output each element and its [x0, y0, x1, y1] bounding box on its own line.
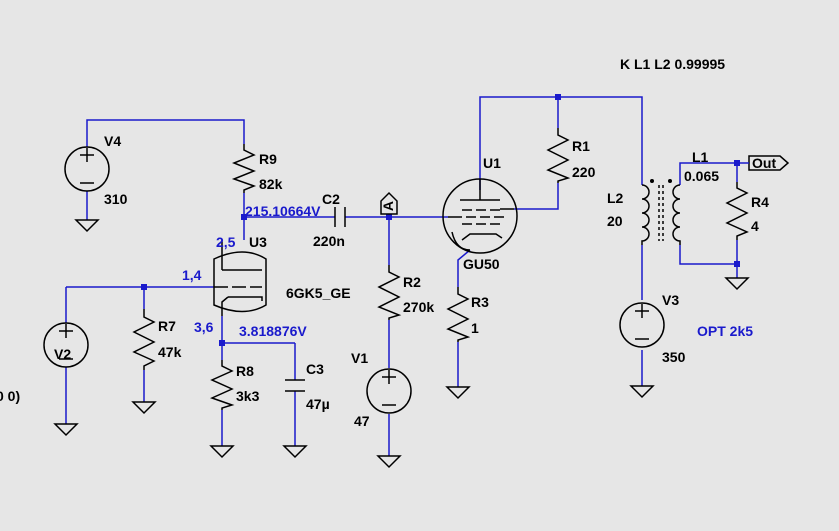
r9-name: R9 [259, 151, 277, 167]
r1-name: R1 [572, 138, 590, 154]
r4-resistor[interactable] [725, 182, 749, 240]
wires [65, 96, 738, 456]
cathode-voltage: 3.818876V [239, 323, 307, 339]
u3-pin-cathode: 3,6 [194, 319, 214, 335]
u3-pin-plate: 2,5 [216, 234, 236, 250]
r2-value: 270k [403, 299, 434, 315]
opt-note[interactable]: OPT 2k5 [697, 323, 753, 339]
r1-resistor[interactable] [546, 128, 571, 183]
l2-value: 20 [607, 213, 623, 229]
l1-name: L1 [692, 149, 709, 165]
u1-name: U1 [483, 155, 501, 171]
r7-name: R7 [158, 318, 176, 334]
u3-name: U3 [249, 234, 267, 250]
junction-dots [141, 94, 740, 346]
v4-name: V4 [104, 133, 121, 149]
net-label-a-flag[interactable]: A [380, 191, 398, 215]
coupling-directive[interactable]: K L1 L2 0.99995 [620, 56, 725, 72]
l1-inductor[interactable] [668, 179, 681, 245]
r3-value: 1 [471, 320, 479, 336]
u1-pentode[interactable] [442, 178, 518, 254]
out-port[interactable]: Out [737, 155, 790, 171]
r9-value: 82k [259, 176, 283, 192]
r1-value: 220 [572, 164, 596, 180]
l2-name: L2 [607, 190, 624, 206]
plate-voltage: 215.10664V [245, 203, 321, 219]
v1-name: V1 [351, 350, 368, 366]
v3-value: 350 [662, 349, 686, 365]
out-port-label: Out [752, 155, 776, 171]
coupling-lines [658, 185, 664, 241]
r4-value: 4 [751, 218, 759, 234]
c2-name: C2 [322, 191, 340, 207]
r9-resistor[interactable] [231, 144, 257, 193]
v1-source[interactable] [366, 368, 412, 414]
r7-resistor[interactable] [132, 309, 156, 370]
r4-name: R4 [751, 194, 769, 210]
v4-value: 310 [104, 191, 128, 207]
u3-pin-grid: 1,4 [182, 267, 202, 283]
v3-source[interactable] [619, 302, 665, 348]
r7-value: 47k [158, 344, 182, 360]
v2-source[interactable] [43, 322, 89, 368]
r8-resistor[interactable] [209, 360, 235, 410]
c3-capacitor[interactable] [285, 379, 305, 392]
r2-name: R2 [403, 274, 421, 290]
l2-inductor[interactable] [641, 179, 654, 245]
l1-value: 0.065 [684, 168, 719, 184]
v3-name: V3 [662, 292, 679, 308]
net-label-a: A [380, 201, 396, 211]
v2-name: V2 [54, 346, 71, 362]
r8-name: R8 [236, 363, 254, 379]
c2-value: 220n [313, 233, 345, 249]
stray-text: 0 0) [0, 388, 20, 404]
u3-model: 6GK5_GE [286, 285, 351, 301]
r8-value: 3k3 [236, 388, 260, 404]
r3-resistor[interactable] [446, 287, 471, 342]
r3-name: R3 [471, 294, 489, 310]
u1-model: GU50 [463, 256, 500, 272]
v4-source[interactable] [64, 146, 110, 192]
c3-name: C3 [306, 361, 324, 377]
u3-triode[interactable] [213, 240, 267, 316]
ground-symbols [53, 219, 750, 469]
c2-capacitor[interactable] [334, 207, 346, 227]
c3-value: 47µ [306, 396, 330, 412]
v1-value: 47 [354, 413, 370, 429]
r2-resistor[interactable] [377, 265, 402, 320]
